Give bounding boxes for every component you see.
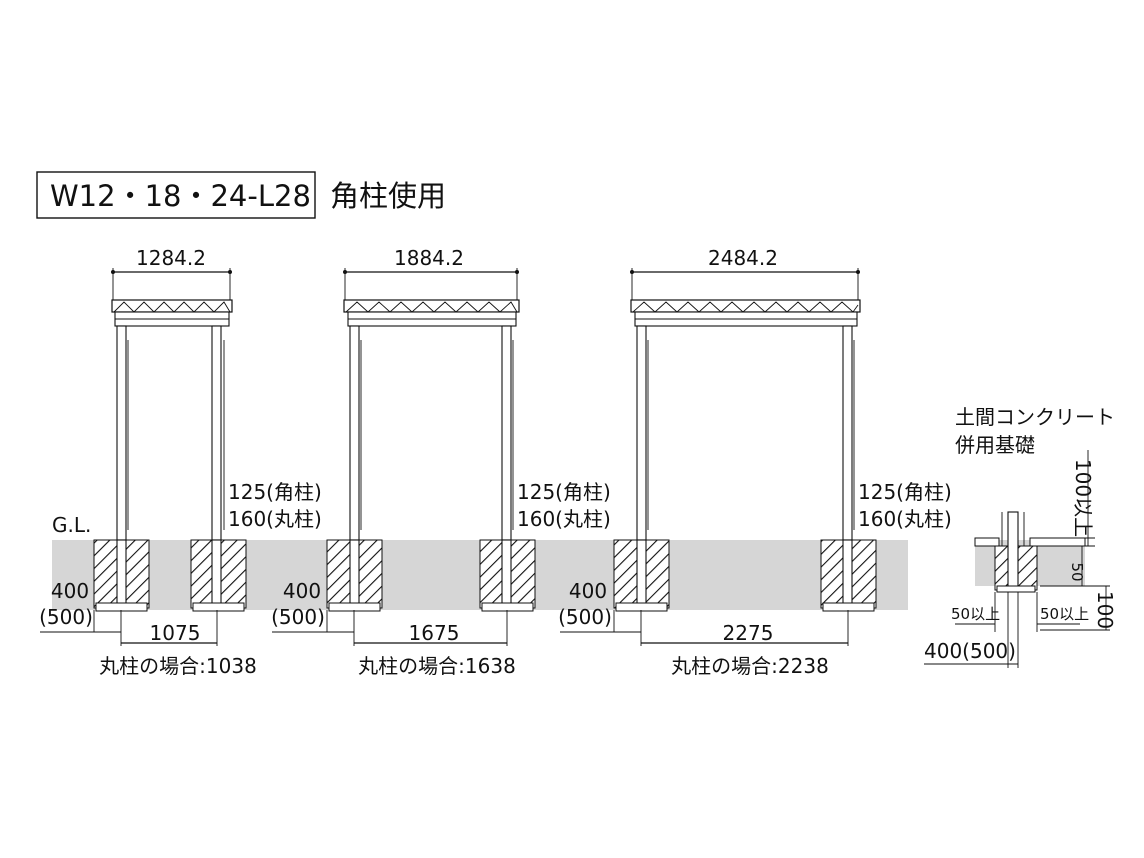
post-type: 角柱使用: [330, 179, 446, 213]
post-right: [211, 325, 222, 541]
ground-label: G.L.: [52, 513, 91, 537]
unit-3: 2484.2 125(角柱) 160(丸柱) 400 (500) 2275 丸柱…: [558, 246, 952, 678]
footing-depth-label: 400: [51, 579, 89, 603]
round-post-note: 丸柱の場合:1038: [99, 654, 257, 678]
unit-1: 1284.2 125(角柱) 160(丸柱) 400 (500) 1075 丸柱…: [39, 246, 322, 678]
detail-dim-100: 100: [1093, 591, 1117, 629]
post-right: [842, 325, 853, 541]
post-right: [501, 325, 512, 541]
footing-depth-alt-label: (500): [558, 605, 612, 629]
detail-dim-100-above: 100以上: [1071, 459, 1095, 537]
post-left: [116, 325, 127, 541]
depth-square-label: 125(角柱): [858, 480, 952, 504]
footing-depth-alt-label: (500): [271, 605, 325, 629]
depth-square-label: 125(角柱): [228, 480, 322, 504]
post-left: [349, 325, 360, 541]
detail-footing-label: 400(500): [924, 639, 1016, 663]
title-block: W12・18・24-L28 角柱使用: [36, 171, 446, 219]
round-post-note: 丸柱の場合:2238: [671, 654, 829, 678]
depth-square-label: 125(角柱): [517, 480, 611, 504]
width-label: 1884.2: [394, 246, 464, 270]
footing-depth-label: 400: [569, 579, 607, 603]
unit-2: 1884.2 125(角柱) 160(丸柱) 400 (500) 1675 丸柱…: [271, 246, 611, 678]
depth-round-label: 160(丸柱): [858, 507, 952, 531]
roof: [630, 299, 861, 327]
spacing-label: 2275: [723, 621, 774, 645]
detail-title-line1: 土間コンクリート: [955, 405, 1115, 429]
detail-right-clearance: 50以上: [1040, 605, 1089, 623]
roof: [111, 299, 233, 327]
depth-round-label: 160(丸柱): [517, 507, 611, 531]
detail-dim-50: 50: [1068, 562, 1086, 581]
detail-left-clearance: 50以上: [951, 605, 1000, 623]
roof: [343, 299, 520, 327]
model-code: W12・18・24-L28: [50, 179, 311, 213]
footing-depth-label: 400: [283, 579, 321, 603]
post-left: [636, 325, 647, 541]
footing-depth-alt-label: (500): [39, 605, 93, 629]
detail-section: 土間コンクリート 併用基礎 100以上 50 100 50以上 50以上 400…: [924, 405, 1117, 668]
spacing-label: 1075: [150, 621, 201, 645]
round-post-note: 丸柱の場合:1638: [358, 654, 516, 678]
spacing-label: 1675: [409, 621, 460, 645]
title-box: [36, 171, 316, 219]
width-label: 2484.2: [708, 246, 778, 270]
width-label: 1284.2: [136, 246, 206, 270]
depth-round-label: 160(丸柱): [228, 507, 322, 531]
detail-post: [1007, 511, 1019, 589]
detail-title-line2: 併用基礎: [955, 433, 1035, 457]
